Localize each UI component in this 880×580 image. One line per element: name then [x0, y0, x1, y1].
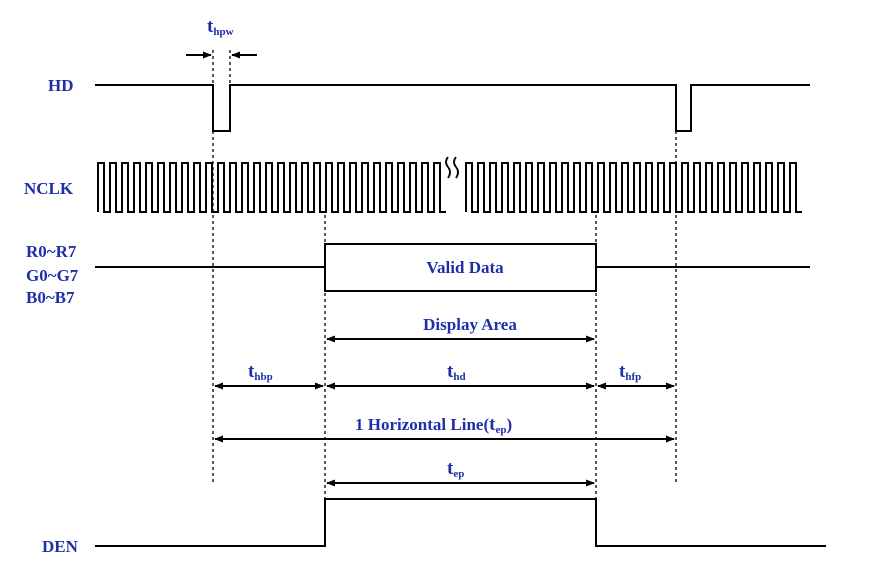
- nclk-waveform: [97, 156, 802, 213]
- thfp-label: thfp: [619, 361, 641, 383]
- tep-label: tep: [447, 458, 464, 480]
- thbp-label: thbp: [248, 361, 273, 383]
- nclk-segment-right: [465, 162, 802, 213]
- r-bus-label: R0~R7: [26, 242, 77, 261]
- display-area-label: Display Area: [423, 315, 517, 334]
- nclk-segment-left: [97, 162, 446, 213]
- nclk-break-mark-2: [453, 156, 459, 179]
- thd-label: thd: [447, 361, 466, 383]
- hd-label: HD: [48, 76, 74, 95]
- b-bus-label: B0~B7: [26, 288, 75, 307]
- thpw-label: thpw: [207, 16, 234, 38]
- den-label: DEN: [42, 537, 79, 556]
- den-waveform: [95, 498, 826, 547]
- nclk-break-mark-1: [445, 156, 451, 179]
- nclk-label: NCLK: [24, 179, 74, 198]
- valid-data-label: Valid Data: [426, 258, 504, 277]
- horizontal-line-label: 1 Horizontal Line(tep): [355, 414, 512, 436]
- g-bus-label: G0~G7: [26, 266, 79, 285]
- hd-waveform: [95, 84, 810, 132]
